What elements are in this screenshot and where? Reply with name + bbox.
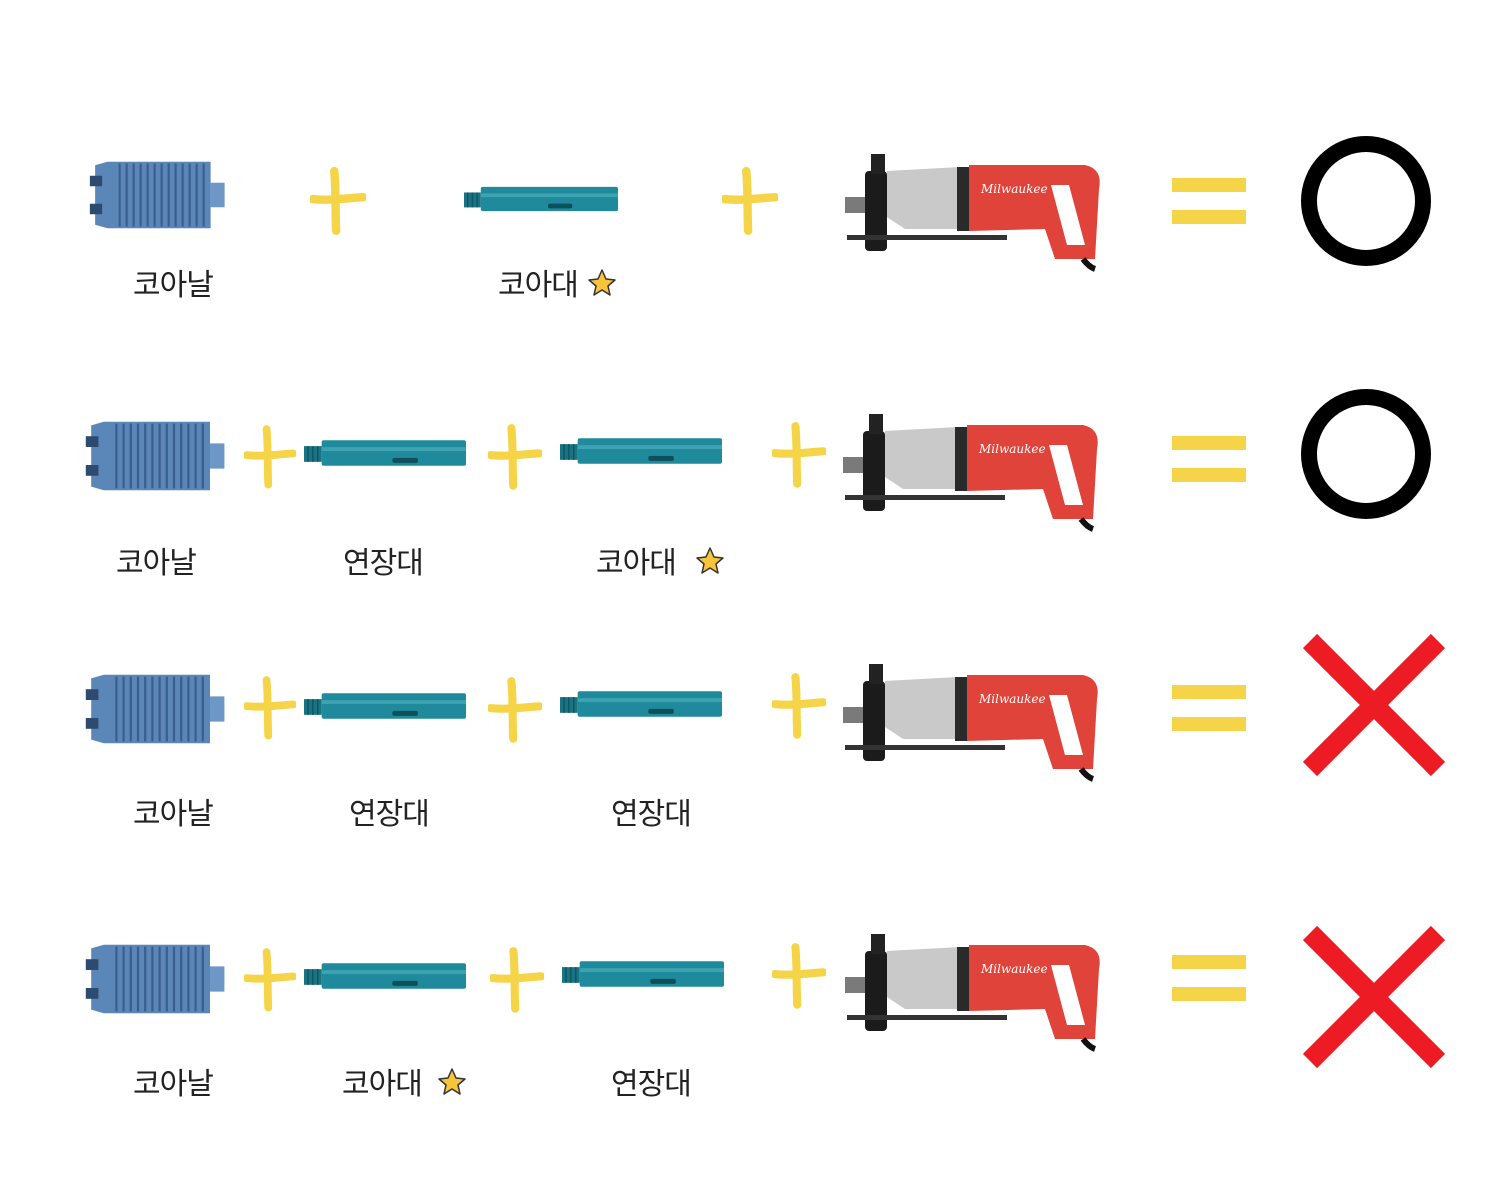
- core-rod-icon: [304, 961, 466, 991]
- core-bit-icon: [78, 943, 243, 1015]
- item-label-text: 코아대: [498, 268, 579, 303]
- plus-icon: [722, 165, 778, 235]
- item-label: 코아날: [133, 1067, 214, 1102]
- core-bit-icon: [80, 160, 245, 230]
- plus-icon: [488, 422, 542, 490]
- extension-rod-icon: [304, 691, 466, 721]
- item-label: 연장대: [611, 797, 692, 832]
- item-label: 코아대: [342, 1059, 468, 1103]
- core-rod-icon: [560, 436, 722, 466]
- core-drill-icon: [845, 145, 1115, 273]
- plus-icon: [772, 420, 826, 488]
- plus-icon: [310, 165, 366, 235]
- combination-row-4: 코아날 코아대 연장대: [0, 925, 1500, 1185]
- item-label: 코아날: [133, 797, 214, 832]
- item-label: 코아날: [116, 546, 197, 581]
- circle-o-icon: [1301, 389, 1431, 519]
- core-bit-icon: [78, 420, 243, 492]
- equals-icon: [1172, 685, 1246, 731]
- plus-icon: [244, 945, 296, 1013]
- extension-rod-icon: [562, 959, 724, 989]
- equals-icon: [1172, 955, 1246, 1001]
- item-label: 코아대: [596, 538, 726, 582]
- core-drill-icon: [843, 655, 1113, 783]
- core-bit-icon: [78, 673, 243, 745]
- circle-o-icon: [1301, 136, 1431, 266]
- item-label: 코아날: [133, 268, 214, 303]
- item-label: 코아대: [498, 260, 618, 304]
- combination-row-1: 코아날 코아대: [0, 136, 1500, 400]
- item-label-text: 코아대: [596, 546, 677, 581]
- cross-x-icon: [1302, 633, 1446, 777]
- plus-icon: [244, 422, 296, 490]
- item-label: 연장대: [349, 797, 430, 832]
- combination-row-3: 코아날 연장대 연장대: [0, 633, 1500, 915]
- equals-icon: [1172, 436, 1246, 482]
- item-label-text: 코아대: [342, 1067, 423, 1102]
- extension-rod-icon: [304, 438, 466, 468]
- plus-icon: [490, 945, 544, 1013]
- star-icon: [586, 267, 618, 299]
- star-icon: [436, 1066, 468, 1098]
- cross-x-icon: [1302, 925, 1446, 1069]
- core-drill-icon: [845, 925, 1115, 1053]
- item-label: 연장대: [611, 1067, 692, 1102]
- core-drill-icon: [843, 405, 1113, 533]
- plus-icon: [488, 675, 542, 743]
- combination-row-2: 코아날 연장대 코아대: [0, 389, 1500, 660]
- plus-icon: [772, 671, 826, 739]
- star-icon: [694, 545, 726, 577]
- item-label: 연장대: [343, 546, 424, 581]
- core-rod-icon: [460, 185, 622, 213]
- plus-icon: [244, 673, 296, 741]
- equals-icon: [1172, 178, 1246, 224]
- plus-icon: [772, 941, 826, 1009]
- extension-rod-icon: [560, 689, 722, 719]
